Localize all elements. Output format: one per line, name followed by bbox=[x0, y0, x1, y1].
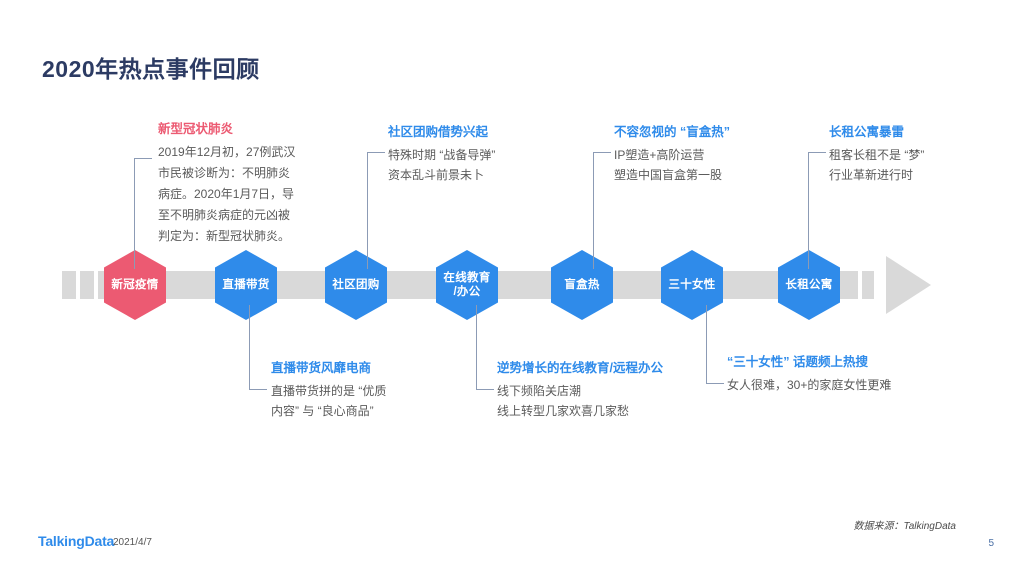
callout-line: 市民被诊断为：不明肺炎 bbox=[158, 166, 291, 180]
callout-line: 2019年12月初，27例武汉 bbox=[158, 145, 296, 159]
callout-line: IP塑造+高阶运营 bbox=[614, 148, 705, 162]
callout-line: 至不明肺炎病症的元凶被 bbox=[158, 208, 291, 222]
page-number: 5 bbox=[988, 538, 994, 549]
callout-line: 判定为：新型冠状肺炎。 bbox=[158, 229, 291, 243]
timeline-segment-dash-4 bbox=[862, 271, 874, 299]
timeline-node-label: 盲盒热 bbox=[564, 279, 600, 291]
callout-line: 直播带货拼的是 “优质 bbox=[271, 384, 387, 398]
callout-line: 特殊时期 “战备导弹” bbox=[388, 148, 496, 162]
footer-date: 2021/4/7 bbox=[113, 537, 152, 548]
callout-line: 行业革新进行时 bbox=[829, 168, 914, 182]
timeline-node-label: 新冠疫情 bbox=[111, 279, 159, 291]
callout-bottom-1: 直播带货风靡电商 直播带货拼的是 “优质 内容” 与 “良心商品” bbox=[271, 359, 386, 421]
callout-title: “三十女性” 话题频上热搜 bbox=[727, 355, 868, 369]
callout-line: 租客长租不是 “梦” bbox=[829, 148, 925, 162]
connector-bottom-3 bbox=[706, 305, 724, 384]
connector-top-2 bbox=[367, 152, 385, 269]
callout-line: 内容” 与 “良心商品” bbox=[271, 404, 374, 418]
connector-top-1 bbox=[134, 158, 152, 269]
timeline-segment-dash-2 bbox=[80, 271, 94, 299]
timeline-arrow-head bbox=[886, 256, 931, 314]
timeline-node-label: 直播带货 bbox=[222, 279, 270, 291]
callout-top-4: 长租公寓暴雷 租客长租不是 “梦” 行业革新进行时 bbox=[829, 123, 924, 185]
callout-bottom-3: “三十女性” 话题频上热搜 女人很难，30+的家庭女性更难 bbox=[727, 353, 891, 395]
callout-title: 新型冠状肺炎 bbox=[158, 122, 234, 136]
connector-top-4 bbox=[808, 152, 826, 269]
timeline-node-label: 三十女性 bbox=[668, 279, 716, 291]
callout-title: 社区团购借势兴起 bbox=[388, 125, 489, 139]
source-note: 数据来源：TalkingData bbox=[853, 521, 956, 532]
timeline-segment-dash-1 bbox=[62, 271, 76, 299]
callout-title: 不容忽视的 “盲盒热” bbox=[614, 125, 730, 139]
callout-title: 逆势增长的在线教育/远程办公 bbox=[497, 361, 663, 375]
timeline-node-label: 长租公寓 bbox=[785, 279, 833, 291]
connector-bottom-1 bbox=[249, 305, 267, 390]
callout-line: 病症。2020年1月7日，导 bbox=[158, 187, 295, 201]
callout-top-1: 新型冠状肺炎 2019年12月初，27例武汉 市民被诊断为：不明肺炎 病症。20… bbox=[158, 120, 310, 247]
callout-title: 直播带货风靡电商 bbox=[271, 361, 372, 375]
timeline-node-label-line1: 在线教育 bbox=[443, 272, 491, 284]
timeline-node-2[interactable]: 直播带货 bbox=[215, 250, 277, 320]
talkingdata-logo: TalkingData bbox=[38, 533, 115, 549]
callout-top-2: 社区团购借势兴起 特殊时期 “战备导弹” 资本乱斗前景未卜 bbox=[388, 123, 495, 185]
connector-top-3 bbox=[593, 152, 611, 269]
callout-line: 塑造中国盲盒第一股 bbox=[614, 168, 723, 182]
callout-title: 长租公寓暴雷 bbox=[829, 125, 905, 139]
page-title: 2020年热点事件回顾 bbox=[42, 56, 260, 82]
connector-bottom-2 bbox=[476, 305, 494, 390]
timeline-node-label-line2: /办公 bbox=[453, 286, 481, 298]
callout-line: 线上转型几家欢喜几家愁 bbox=[497, 404, 630, 418]
timeline-node-label: 社区团购 bbox=[332, 279, 380, 291]
callout-line: 女人很难，30+的家庭女性更难 bbox=[727, 378, 892, 392]
callout-line: 资本乱斗前景未卜 bbox=[388, 168, 485, 182]
timeline-node-label: 在线教育 /办公 bbox=[441, 271, 492, 299]
callout-bottom-2: 逆势增长的在线教育/远程办公 线下频陷关店潮 线上转型几家欢喜几家愁 bbox=[497, 359, 663, 421]
callout-top-3: 不容忽视的 “盲盒热” IP塑造+高阶运营 塑造中国盲盒第一股 bbox=[614, 123, 730, 185]
callout-line: 线下频陷关店潮 bbox=[497, 384, 582, 398]
